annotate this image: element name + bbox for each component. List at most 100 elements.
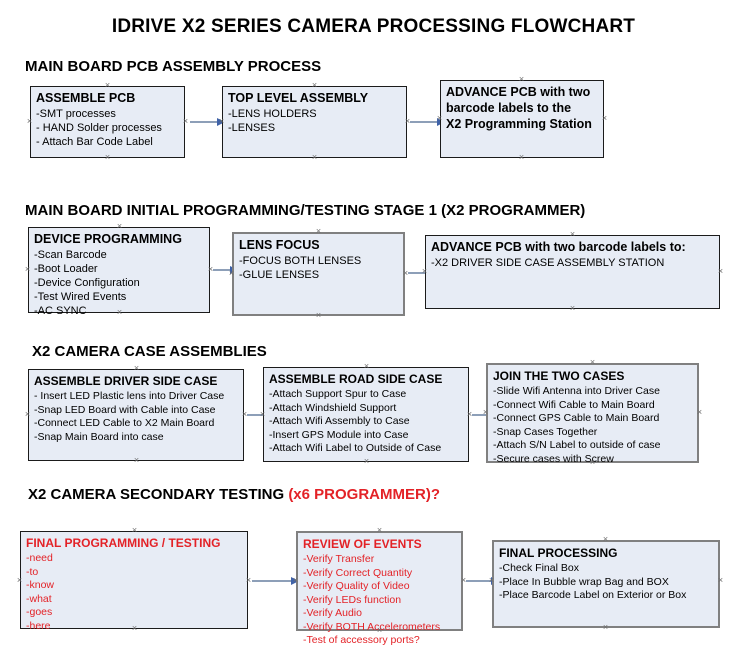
node-item: -Attach Windshield Support [269, 401, 397, 414]
handle-top[interactable] [104, 82, 111, 89]
node-item: -Snap LED Board with Cable into Case [34, 403, 216, 416]
handle-left[interactable] [228, 270, 235, 277]
handle-left[interactable] [24, 266, 31, 273]
handle-bottom[interactable] [104, 154, 111, 161]
node-item: - HAND Solder processes [36, 122, 162, 134]
section-heading-main-board-pcb-assembly: MAIN BOARD PCB ASSEMBLY PROCESS [25, 58, 321, 75]
node-item: -Verify Audio [303, 607, 362, 619]
handle-right[interactable] [182, 118, 189, 125]
node-item: -FOCUS BOTH LENSES [239, 255, 362, 267]
handle-top[interactable] [315, 228, 322, 235]
node-item: -Verify BOTH Accelerometers [303, 620, 441, 633]
node-review-of-events[interactable]: REVIEW OF EVENTS -Verify Transfer -Verif… [296, 531, 463, 646]
handle-top[interactable] [131, 527, 138, 534]
section-heading-accent: (x6 PROGRAMMER)? [288, 486, 440, 503]
handle-left[interactable] [292, 577, 299, 584]
handle-top[interactable] [602, 536, 609, 543]
node-item: -Verify Quality of Video [303, 580, 410, 592]
node-item: -need [26, 552, 53, 564]
handle-bottom[interactable] [589, 459, 596, 466]
node-final-processing[interactable]: FINAL PROCESSING -Check Final Box -Place… [492, 540, 720, 628]
node-device-programming[interactable]: DEVICE PROGRAMMING -Scan Barcode -Boot L… [28, 227, 210, 317]
node-lens-focus[interactable]: LENS FOCUS -FOCUS BOTH LENSES -GLUE LENS… [232, 232, 405, 316]
node-advance-pcb-driver-side-case[interactable]: ADVANCE PCB with two barcode labels to: … [425, 235, 720, 309]
handle-left[interactable] [488, 577, 495, 584]
arrow-top-level-to-advance-pcb [410, 118, 445, 126]
node-item: -Test Wired Events [34, 291, 127, 303]
handle-left[interactable] [218, 118, 225, 125]
handle-top[interactable] [589, 359, 596, 366]
node-item: -Verify Transfer [303, 553, 375, 565]
handle-right[interactable] [601, 115, 608, 122]
node-item: -here [26, 619, 51, 632]
node-title: FINAL PROCESSING [499, 546, 618, 560]
section-heading-text: MAIN BOARD PCB ASSEMBLY PROCESS [25, 58, 322, 75]
node-top-level-assembly[interactable]: TOP LEVEL ASSEMBLY -LENS HOLDERS -LENSES [222, 86, 407, 158]
section-heading-text: MAIN BOARD INITIAL PROGRAMMING/TESTING S… [25, 202, 586, 219]
node-title: DEVICE PROGRAMMING [34, 232, 182, 246]
node-item: - Attach Bar Code Label [36, 136, 153, 148]
handle-bottom[interactable] [116, 309, 123, 316]
node-title: FINAL PROGRAMMING / TESTING [26, 536, 221, 550]
handle-bottom[interactable] [518, 154, 525, 161]
handle-top[interactable] [376, 527, 383, 534]
handle-top[interactable] [116, 223, 123, 230]
node-assemble-road-side-case[interactable]: ASSEMBLE ROAD SIDE CASE -Attach Support … [263, 367, 469, 462]
node-item: -Scan Barcode [34, 249, 107, 261]
node-final-programming-testing[interactable]: FINAL PROGRAMMING / TESTING -need -to -k… [20, 531, 248, 632]
handle-top[interactable] [518, 76, 525, 83]
node-item: -Check Final Box [499, 562, 579, 574]
handle-right[interactable] [717, 268, 724, 275]
handle-bottom[interactable] [315, 312, 322, 319]
node-join-the-two-cases[interactable]: JOIN THE TWO CASES -Slide Wifi Antenna i… [486, 363, 699, 465]
node-title: ASSEMBLE ROAD SIDE CASE [269, 372, 443, 386]
node-item: -Snap Cases Together [493, 425, 598, 438]
handle-bottom[interactable] [376, 627, 383, 634]
handle-bottom[interactable] [569, 305, 576, 312]
node-item: -Secure cases with Screw [493, 452, 614, 465]
handle-left[interactable] [259, 411, 266, 418]
handle-left[interactable] [421, 268, 428, 275]
arrow-final-programming-to-review [252, 577, 299, 585]
handle-right[interactable] [717, 577, 724, 584]
node-item: -Place Barcode Label on Exterior or Box [499, 589, 687, 601]
handle-top[interactable] [133, 365, 140, 372]
handle-bottom[interactable] [602, 624, 609, 631]
node-item: -Attach Support Spur to Case [269, 388, 407, 400]
node-item: -Connect LED Cable to X2 Main Board [34, 417, 215, 429]
node-item: -know [26, 579, 55, 591]
node-title: TOP LEVEL ASSEMBLY [228, 91, 369, 105]
handle-bottom[interactable] [311, 154, 318, 161]
handle-bottom[interactable] [131, 625, 138, 632]
node-title: ADVANCE PCB with two barcode labels to: [431, 240, 686, 254]
node-item: -Verify LEDs function [303, 593, 402, 606]
handle-left[interactable] [26, 118, 33, 125]
handle-top[interactable] [311, 82, 318, 89]
node-title: LENS FOCUS [239, 238, 320, 252]
handle-left[interactable] [16, 577, 23, 584]
node-item: -Boot Loader [34, 263, 98, 275]
handle-bottom[interactable] [133, 457, 140, 464]
node-assemble-pcb[interactable]: ASSEMBLE PCB -SMT processes - HAND Solde… [30, 86, 185, 158]
node-item: -Slide Wifi Antenna into Driver Case [493, 385, 660, 397]
handle-right[interactable] [696, 409, 703, 416]
node-item: -LENS HOLDERS [228, 108, 317, 120]
handle-right[interactable] [245, 577, 252, 584]
node-item: -Attach Wifi Label to Outside of Case [269, 442, 442, 454]
handle-top[interactable] [363, 363, 370, 370]
handle-left[interactable] [482, 409, 489, 416]
node-item: X2 Programming Station [446, 117, 592, 131]
node-item: -GLUE LENSES [239, 269, 320, 281]
node-assemble-driver-side-case[interactable]: ASSEMBLE DRIVER SIDE CASE - Insert LED P… [28, 369, 244, 461]
node-advance-pcb-programming-station[interactable]: ADVANCE PCB with two barcode labels to t… [440, 80, 604, 158]
node-item: -Verify Correct Quantity [303, 566, 413, 579]
handle-top[interactable] [569, 231, 576, 238]
node-item: - Insert LED Plastic lens into Driver Ca… [34, 390, 225, 402]
handle-left[interactable] [24, 411, 31, 418]
section-heading-x2-camera-case-assemblies: X2 CAMERA CASE ASSEMBLIES [32, 343, 267, 360]
node-title: ASSEMBLE DRIVER SIDE CASE [34, 374, 218, 388]
handle-bottom[interactable] [363, 458, 370, 465]
node-item: -AC SYNC [34, 305, 87, 317]
node-item-overflow: -Test of accessory ports? [303, 634, 420, 646]
handle-left[interactable] [436, 115, 443, 122]
